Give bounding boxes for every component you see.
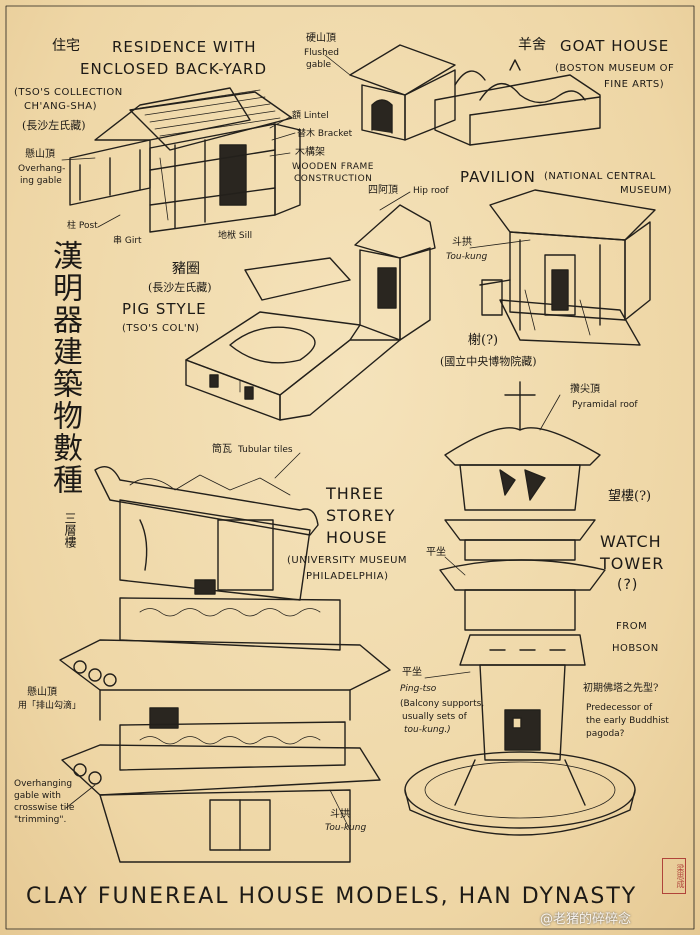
watch-pingzuo-cn: 平坐 (402, 667, 422, 678)
pig-source-cn: (長沙左氏藏) (148, 281, 212, 294)
sheet-border (5, 5, 695, 930)
watch-pred-2: the early Buddhist (586, 716, 669, 726)
residence-title-cn: 住宅 (52, 38, 80, 54)
pavilion-name-cn: 榭(?) (468, 333, 499, 348)
watch-pingzuo: Ping-tso (400, 684, 437, 694)
three-storey-title-1: THREE (326, 484, 385, 503)
residence-label-bracket: 替木 Bracket (297, 129, 353, 139)
watch-pred-3: pagoda? (586, 729, 625, 739)
watch-title-3: (?) (617, 577, 639, 593)
watch-balc-1: (Balcony supports, (400, 699, 485, 709)
watch-pred-cn: 初期佛塔之先型? (583, 683, 659, 694)
watch-tower-drawing (404, 381, 636, 836)
watch-from: FROM (616, 621, 648, 632)
pavilion-drawing (479, 189, 656, 346)
goat-title: GOAT HOUSE (560, 37, 670, 55)
three-storey-title-2: STOREY (326, 506, 396, 525)
three-storey-side-cn: 三層樓 (63, 512, 77, 548)
residence-label-lintel: 額 Lintel (292, 111, 329, 121)
artist-seal: 梁思成 (662, 858, 686, 894)
residence-label-frame-2: CONSTRUCTION (294, 174, 373, 184)
goat-flush-1: Flushed (304, 48, 340, 58)
three-storey-overhang-cn: 懸山頂 (27, 687, 57, 698)
residence-source-cn: (長沙左氏藏) (22, 119, 86, 132)
residence-source-line2: CH'ANG-SHA) (24, 101, 98, 112)
leader-lines (61, 54, 561, 831)
pavilion-source-1: (NATIONAL CENTRAL (544, 171, 656, 182)
goat-flush-2: gable (306, 60, 331, 70)
watch-balc-3: tou-kung.) (404, 725, 451, 735)
watch-name-cn: 望樓(?) (608, 489, 652, 504)
pavilion-museum-cn: (國立中央博物院藏) (440, 355, 537, 368)
residence-title-line2: ENCLOSED BACK-YARD (80, 60, 268, 78)
residence-label-overhang-1: Overhang- (18, 164, 66, 174)
three-storey-note-4: "trimming". (14, 815, 67, 825)
goat-flush-cn: 硬山頂 (306, 33, 336, 44)
pavilion-hip-cn: 四阿頂 (368, 185, 398, 196)
three-storey-note-3: crosswise tile (14, 803, 75, 813)
watch-pingzuo-cn-top: 平坐 (426, 547, 446, 558)
watch-title-1: WATCH (600, 532, 662, 551)
watermark: @老猪的碎碎念 (540, 912, 632, 927)
three-storey-title-3: HOUSE (326, 528, 388, 547)
three-storey-note-1: Overhanging (14, 779, 73, 789)
watch-pyramid: Pyramidal roof (572, 400, 638, 410)
pavilion-toukung: Tou-kung (446, 252, 488, 262)
pig-source: (TSO'S COL'N) (122, 323, 200, 334)
vertical-chinese-title: 漢明器建築物數種 (47, 240, 82, 496)
residence-label-frame-cn: 木構架 (295, 147, 325, 158)
three-storey-source-1: (UNIVERSITY MUSEUM (287, 555, 408, 566)
residence-source-line1: (TSO'S COLLECTION (14, 87, 123, 98)
watch-pyramid-cn: 攢尖頂 (570, 384, 600, 395)
pavilion-hip: Hip roof (413, 186, 449, 196)
residence-label-girt: 串 Girt (113, 236, 142, 246)
three-storey-toukung-cn: 斗拱 (330, 809, 350, 820)
three-storey-toukung: Tou-kung (325, 823, 367, 833)
pavilion-source-2: MUSEUM) (620, 185, 672, 196)
residence-label-frame-1: WOODEN FRAME (292, 162, 374, 172)
goat-house-drawing (349, 44, 601, 146)
pig-title-cn: 豬圈 (172, 261, 200, 277)
residence-model-drawing (69, 87, 301, 233)
pavilion-toukung-cn: 斗拱 (452, 237, 472, 248)
goat-source-2: FINE ARTS) (604, 79, 665, 90)
watch-from-src: HOBSON (612, 643, 659, 654)
three-storey-note-2: gable with (14, 791, 61, 801)
watch-pred-1: Predecessor of (586, 703, 653, 713)
three-storey-tiles-cn: 筒瓦 (212, 444, 232, 455)
three-storey-overhang-cn2: 用「排山勾滴」 (18, 701, 82, 711)
goat-title-cn: 羊舍 (518, 37, 546, 53)
pig-style-drawing (185, 204, 436, 421)
three-storey-source-2: PHILADELPHIA) (306, 571, 389, 582)
residence-label-overhang-cn: 懸山頂 (25, 149, 55, 160)
three-storey-tiles: Tubular tiles (238, 445, 293, 455)
pavilion-title: PAVILION (460, 168, 536, 186)
pig-title: PIG STYLE (122, 300, 207, 318)
residence-label-sill: 地栿 Sill (218, 231, 253, 241)
residence-label-overhang-2: ing gable (20, 176, 62, 186)
three-storey-drawing (59, 466, 391, 863)
goat-source-1: (BOSTON MUSEUM OF (555, 63, 675, 74)
bottom-title: CLAY FUNEREAL HOUSE MODELS, HAN DYNASTY (26, 884, 638, 909)
watch-title-2: TOWER (600, 554, 665, 573)
residence-label-post: 柱 Post (67, 221, 98, 231)
watch-balc-2: usually sets of (402, 712, 467, 722)
residence-title-line1: RESIDENCE WITH (112, 38, 257, 56)
